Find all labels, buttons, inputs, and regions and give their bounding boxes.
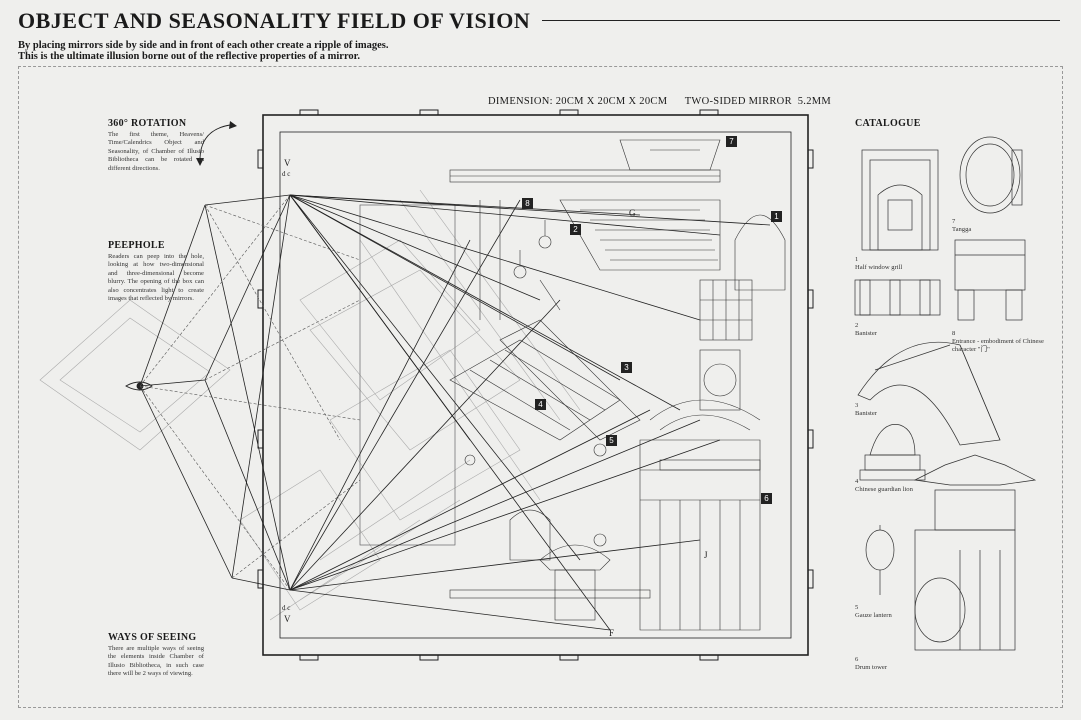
letter-v-bottom: V [284, 614, 291, 624]
catalogue-item-6: 6 Drum tower [855, 656, 887, 672]
diagram-marker-1: 1 [771, 211, 782, 222]
dimension-label: DIMENSION: 20CM X 20CM X 20CM TWO-SIDED … [488, 96, 832, 107]
catalogue-item-8: 8 Entrance - embodiment of Chinese chara… [952, 330, 1057, 354]
catalogue-item-6-label: Drum tower [855, 664, 888, 671]
diagram-marker-6: 6 [761, 493, 772, 504]
dashed-frame [18, 66, 1063, 708]
frame-tabs [257, 109, 814, 661]
letter-g: G [629, 208, 636, 218]
catalogue-item-3-label: Banister [855, 410, 877, 417]
diagram-marker-4: 4 [535, 399, 546, 410]
catalogue-item-7-num: 7 [952, 218, 956, 225]
rotation-heading: 360° ROTATION [108, 118, 187, 129]
diagram-marker-2: 2 [570, 224, 581, 235]
subtitle: By placing mirrors side by side and in f… [18, 40, 578, 62]
catalogue-item-2: 2 Banister [855, 322, 877, 338]
catalogue-item-2-label: Banister [855, 330, 877, 337]
sight-lines [139, 194, 291, 591]
rays-lower [289, 199, 721, 631]
subtitle-line-1: By placing mirrors side by side and in f… [18, 40, 389, 51]
catalogue-item-4: 4 Chinese guardian lion [855, 478, 913, 494]
letter-dc-top: d c [282, 170, 291, 178]
diagram-marker-7: 7 [726, 136, 737, 147]
peephole-heading: PEEPHOLE [108, 240, 165, 251]
eye-icon [125, 381, 153, 391]
ways-body: There are multiple ways of seeing the el… [108, 645, 204, 678]
mirror-box-inner [279, 131, 792, 639]
catalogue-item-5: 5 Gauze lantern [855, 604, 892, 620]
ways-heading: WAYS OF SEEING [108, 632, 197, 643]
rotation-body: The first theme, Heavens/ Time/Calendric… [108, 131, 204, 172]
rotation-arrow-icon [199, 124, 231, 161]
mirror-box-outer [262, 114, 809, 656]
letter-dc-bottom: d c [282, 604, 291, 612]
diagram-marker-5: 5 [606, 435, 617, 446]
catalogue-item-4-label: Chinese guardian lion [855, 486, 913, 493]
catalogue-item-7-label: Tangga [952, 226, 972, 233]
catalogue-illustrations [854, 136, 1037, 651]
catalogue-heading: CATALOGUE [855, 118, 921, 129]
catalogue-item-4-num: 4 [855, 478, 859, 485]
letter-j: J [704, 550, 708, 560]
diagram-marker-8: 8 [522, 198, 533, 209]
diagram-marker-3: 3 [621, 362, 632, 373]
letter-v-top: V [284, 158, 291, 168]
catalogue-item-1-label: Half window grill [855, 264, 903, 271]
catalogue-item-1: 1 Half window grill [855, 256, 902, 272]
peephole-body: Readers can peep into the hole, looking … [108, 253, 204, 303]
catalogue-item-2-num: 2 [855, 322, 859, 329]
catalogue-item-5-label: Gauze lantern [855, 612, 892, 619]
letter-f: F [609, 628, 615, 638]
catalogue-item-7: 7 Tangga [952, 218, 971, 234]
catalogue-item-6-num: 6 [855, 656, 859, 663]
catalogue-item-8-label: Entrance - embodiment of Chinese charact… [952, 338, 1044, 353]
catalogue-item-1-num: 1 [855, 256, 859, 263]
catalogue-item-8-num: 8 [952, 330, 956, 337]
reflection-ghosts [39, 189, 581, 621]
architecture-drawing [449, 139, 786, 631]
catalogue-item-5-num: 5 [855, 604, 859, 611]
title-rule [542, 20, 1060, 21]
catalogue-item-3-num: 3 [855, 402, 859, 409]
page-title: OBJECT AND SEASONALITY FIELD OF VISION [18, 8, 531, 33]
subtitle-line-2: This is the ultimate illusion borne out … [18, 51, 360, 62]
catalogue-item-3: 3 Banister [855, 402, 877, 418]
